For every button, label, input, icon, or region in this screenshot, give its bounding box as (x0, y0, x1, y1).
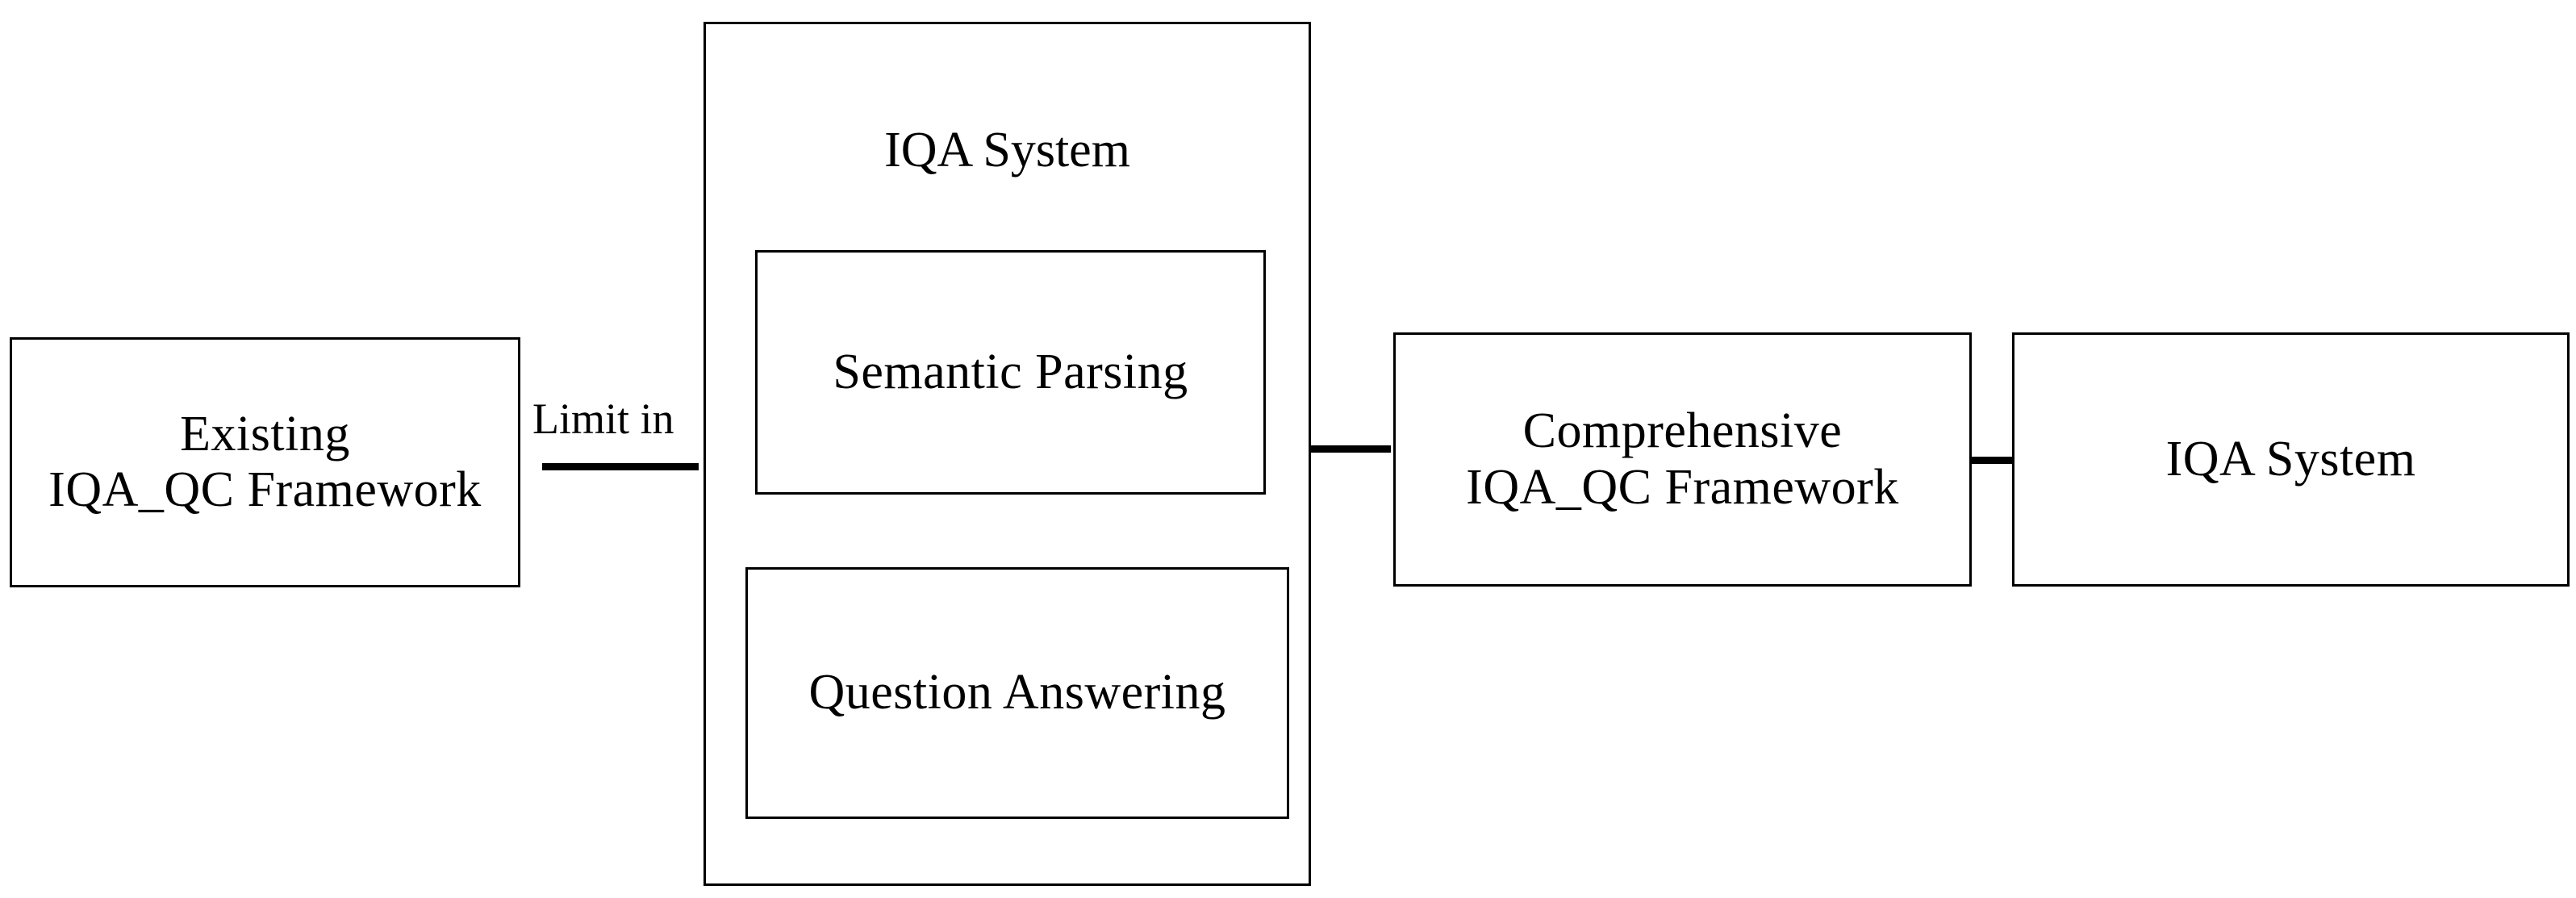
arrow-iqa-system-to-comprehensive (1309, 431, 1434, 486)
arrow-shaft (542, 462, 699, 470)
arrow-comprehensive-to-iqa-system (1969, 442, 2056, 496)
node-question-answering[interactable]: Question Answering (745, 567, 1289, 819)
node-semantic-parsing-label: Semantic Parsing (833, 344, 1188, 399)
node-iqa-system-outer[interactable]: IQA System Semantic Parsing Question Ans… (703, 22, 1311, 886)
edge-label-limit-in: Limit in (532, 395, 674, 443)
arrow-shaft (1309, 445, 1391, 453)
node-iqa-system-outer-label: IQA System (884, 123, 1130, 178)
arrow-shaft (1969, 456, 2016, 464)
node-question-answering-label: Question Answering (808, 665, 1226, 720)
node-iqa-system-right[interactable]: IQA System (2012, 332, 2570, 587)
node-comprehensive-framework-label: Comprehensive IQA_QC Framework (1466, 403, 1899, 515)
node-existing-framework-label: Existing IQA_QC Framework (48, 406, 482, 517)
node-comprehensive-framework[interactable]: Comprehensive IQA_QC Framework (1393, 332, 1972, 587)
node-existing-framework[interactable]: Existing IQA_QC Framework (10, 337, 520, 587)
node-iqa-system-right-label: IQA System (2165, 431, 2416, 487)
arrow-existing-to-iqa-system (542, 449, 742, 503)
node-semantic-parsing[interactable]: Semantic Parsing (755, 250, 1266, 495)
